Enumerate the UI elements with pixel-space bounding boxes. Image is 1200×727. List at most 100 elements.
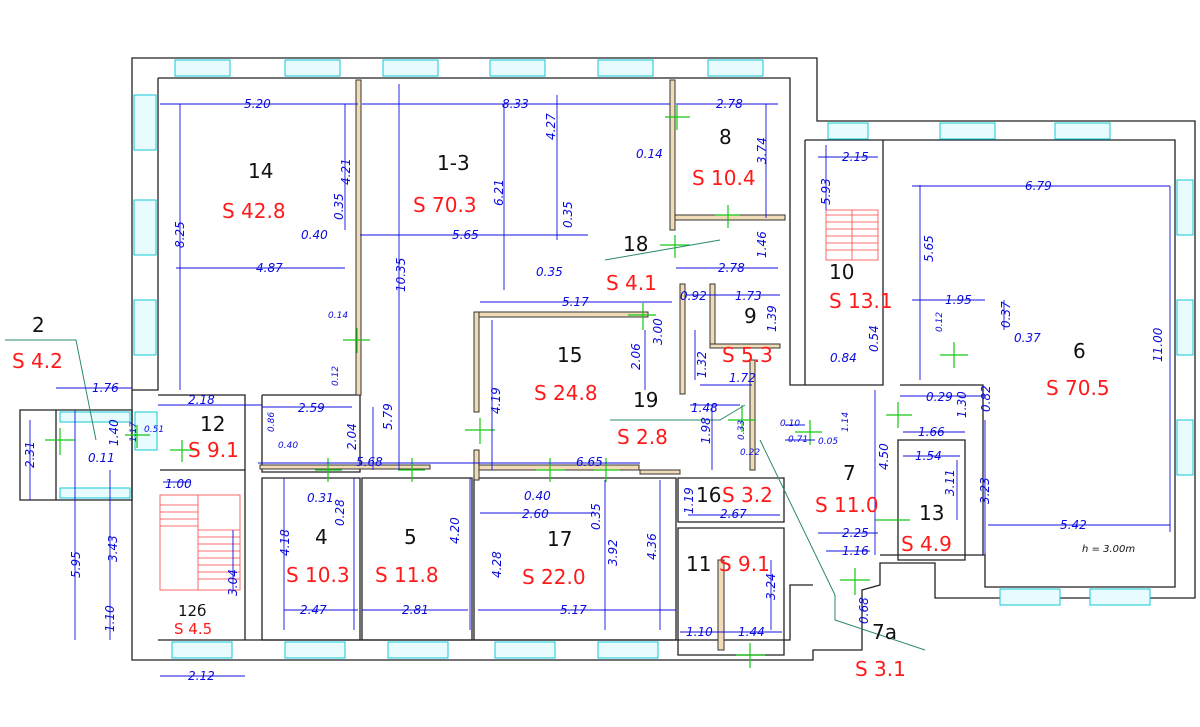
room-area: S 4.9 bbox=[901, 532, 952, 556]
dimension-label: 8.25 bbox=[173, 221, 187, 248]
dimension-label: 6.65 bbox=[576, 455, 603, 469]
dimension-label: 1.44 bbox=[738, 625, 765, 639]
room-number: 12б bbox=[178, 602, 206, 620]
room-area: S 9.1 bbox=[719, 552, 770, 576]
dimension-label: 0.84 bbox=[830, 351, 857, 365]
dimension-label: 5.93 bbox=[819, 178, 833, 205]
dimension-label: 1.54 bbox=[915, 449, 942, 463]
dimension-label: 0.05 bbox=[818, 437, 838, 447]
room-area: S 70.5 bbox=[1046, 376, 1110, 400]
dimension-label: 0.51 bbox=[144, 425, 164, 435]
dimension-label: 3.74 bbox=[755, 137, 769, 164]
dimension-label: 0.71 bbox=[788, 435, 808, 445]
dimension-label: 2.15 bbox=[842, 150, 869, 164]
dimension-label: 0.35 bbox=[561, 201, 575, 228]
stairs bbox=[159, 209, 879, 591]
room-area: S 9.1 bbox=[188, 438, 239, 462]
room-area: S 4.5 bbox=[174, 620, 212, 638]
dimension-label: 6.21 bbox=[492, 179, 506, 206]
dimension-label: 5.65 bbox=[922, 235, 936, 262]
leader-lines bbox=[5, 239, 926, 651]
dimension-label: 1.98 bbox=[699, 417, 713, 444]
dimension-label: 0.14 bbox=[636, 147, 663, 161]
dimension-label: 3.23 bbox=[978, 477, 992, 504]
partitions bbox=[259, 79, 786, 651]
dimension-label: 2.47 bbox=[300, 603, 327, 617]
dimension-label: 4.27 bbox=[544, 113, 558, 140]
dimension-label: 1.48 bbox=[691, 401, 718, 415]
dimension-label: 10.35 bbox=[394, 258, 408, 292]
room-number: 7а bbox=[872, 620, 897, 644]
room-area: S 10.4 bbox=[692, 166, 756, 190]
room-area: S 11.8 bbox=[375, 563, 439, 587]
dimension-label: 1.10 bbox=[103, 605, 117, 632]
dimension-label: 1.66 bbox=[918, 425, 945, 439]
dimension-label: 0.40 bbox=[301, 228, 328, 242]
dimension-label: 5.95 bbox=[69, 551, 83, 578]
room-number: 16 bbox=[696, 483, 721, 507]
room-area: S 2.8 bbox=[617, 425, 668, 449]
dimension-label: 1.14 bbox=[841, 412, 851, 432]
dimension-label: 2.18 bbox=[188, 393, 215, 407]
room-area: S 42.8 bbox=[222, 199, 286, 223]
dimension-label: 4.19 bbox=[489, 387, 503, 414]
dimension-label: 0.54 bbox=[867, 325, 881, 352]
dimension-label: 0.40 bbox=[278, 441, 298, 451]
dimension-label: 4.87 bbox=[256, 261, 283, 275]
dimension-label: 2.12 bbox=[188, 669, 215, 683]
room-area: S 10.3 bbox=[286, 563, 350, 587]
room-number: 14 bbox=[248, 159, 273, 183]
dimension-labels: 5.20 8.33 2.78 2.15 6.79 8.25 4.21 0.35 … bbox=[23, 97, 1165, 683]
room-number: 2 bbox=[32, 313, 45, 337]
dimension-label: 5.65 bbox=[452, 228, 479, 242]
dimension-label: 0.28 bbox=[333, 499, 347, 526]
room-number: 17 bbox=[547, 527, 572, 551]
room-numbers: 14 1-3 8 18 10 6 15 9 19 2 12 7 16 13 4 … bbox=[32, 125, 1086, 644]
dimension-label: 1.00 bbox=[165, 477, 192, 491]
dimension-label: 0.12 bbox=[331, 366, 341, 386]
room-number: 15 bbox=[557, 343, 582, 367]
dimension-label: 5.17 bbox=[562, 295, 589, 309]
dimension-label: 0.37 bbox=[999, 301, 1013, 328]
dimension-label: 1.30 bbox=[955, 391, 969, 418]
dimension-label: 5.17 bbox=[560, 603, 587, 617]
dimension-label: 1.40 bbox=[107, 419, 121, 446]
dimension-label: 2.60 bbox=[522, 507, 549, 521]
dimension-label: 1.72 bbox=[729, 371, 756, 385]
dimension-label: 8.33 bbox=[502, 97, 529, 111]
dimension-label: 0.33 bbox=[737, 420, 747, 440]
room-area: S 5.3 bbox=[722, 343, 773, 367]
room-areas: S 42.8 S 70.3 S 10.4 S 4.1 S 13.1 S 70.5… bbox=[12, 166, 1110, 681]
room-area: S 22.0 bbox=[522, 565, 586, 589]
dimension-label: 11.00 bbox=[1151, 327, 1165, 362]
dimension-label: 0.14 bbox=[328, 311, 348, 321]
dimension-label: 1.76 bbox=[92, 381, 119, 395]
dimension-label: 1.46 bbox=[755, 231, 769, 258]
room-number: 1-3 bbox=[437, 151, 470, 175]
dimension-label: 1.95 bbox=[945, 293, 972, 307]
dimension-label: 5.68 bbox=[356, 455, 383, 469]
dimension-label: 3.11 bbox=[943, 469, 957, 496]
room-number: 10 bbox=[829, 260, 854, 284]
room-area: S 4.2 bbox=[12, 349, 63, 373]
room-number: 11 bbox=[686, 552, 711, 576]
dimension-label: 1.32 bbox=[695, 351, 709, 378]
room-number: 18 bbox=[623, 232, 648, 256]
dimension-label: 0.68 bbox=[857, 597, 871, 624]
dimension-label: 4.20 bbox=[448, 517, 462, 544]
room-area: S 3.2 bbox=[722, 483, 773, 507]
dimension-label: 5.42 bbox=[1060, 518, 1087, 532]
room-number: 12 bbox=[200, 412, 225, 436]
dimension-label: 2.31 bbox=[23, 441, 37, 468]
dimension-label: 1.19 bbox=[682, 487, 696, 514]
room-number: 13 bbox=[919, 501, 944, 525]
dimension-label: 0.35 bbox=[332, 193, 346, 220]
dimension-label: 0.12 bbox=[935, 312, 945, 332]
dimension-label: 2.04 bbox=[345, 423, 359, 450]
room-number: 5 bbox=[404, 525, 417, 549]
dimension-label: 0.82 bbox=[979, 385, 993, 412]
dimension-label: 0.92 bbox=[680, 289, 707, 303]
dimension-label: 3.00 bbox=[651, 318, 665, 345]
dimension-label: 0.40 bbox=[524, 489, 551, 503]
